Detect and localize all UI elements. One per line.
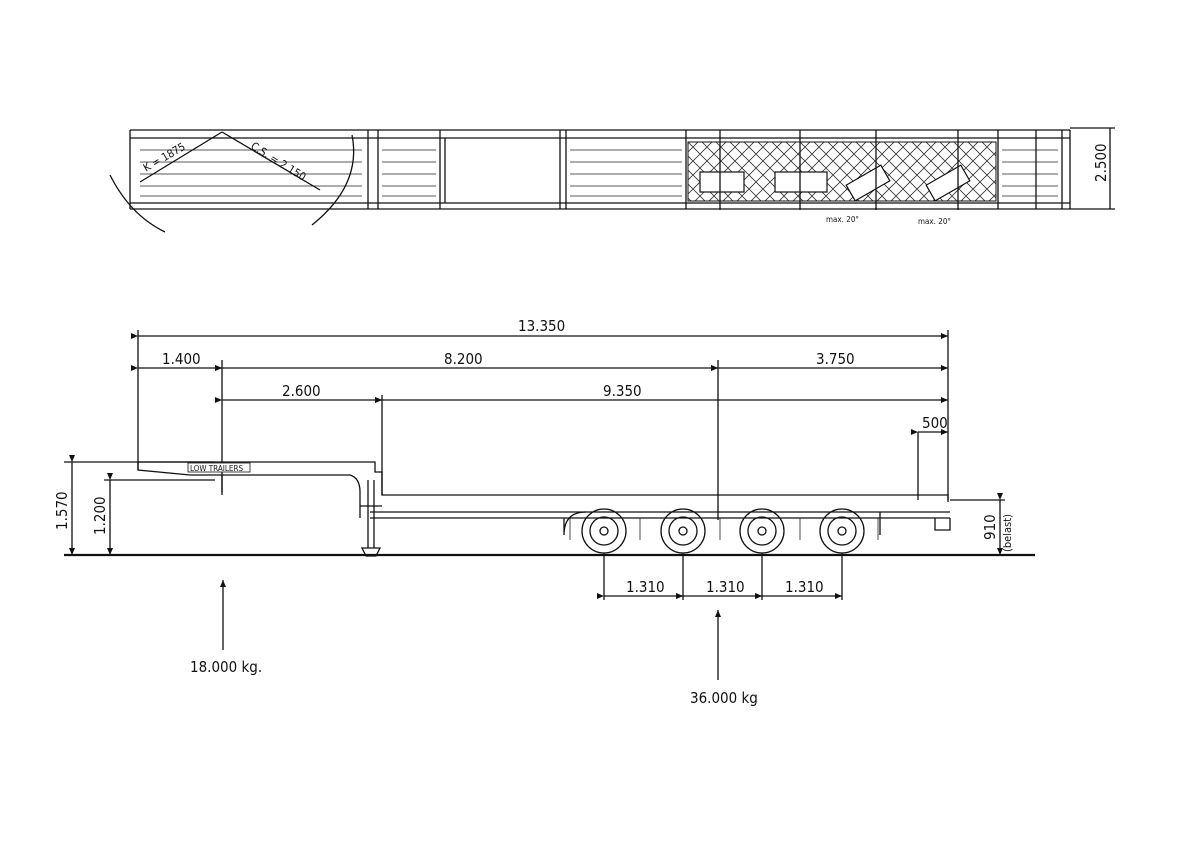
deck-height-label: 910: [981, 514, 999, 540]
width-label: 2.500: [1092, 143, 1110, 182]
landing-gear-foot: [360, 547, 382, 557]
trailer-body: LOW TRAILERS: [137, 461, 951, 557]
wheel-3-top: [845, 164, 891, 202]
k-radius-arc: [109, 174, 166, 233]
cs-radius-label: C.S. = 2.150: [248, 140, 308, 184]
cs-radius-line: [221, 131, 321, 191]
steer-angle-label-2: max. 20°: [918, 217, 951, 226]
axle-spacing-3-label: 1.310: [785, 578, 824, 596]
axle-spacing-1-label: 1.310: [626, 578, 665, 596]
wheel-1: [581, 508, 627, 554]
wheel-4: [819, 508, 865, 554]
gooseneck-length-label: 2.600: [282, 382, 321, 400]
wheel-3: [739, 508, 785, 554]
length-dimensions: 13.350 1.400 8.200 3.750 2.600 9.350 500: [131, 317, 949, 520]
axle-load-label: 36.000 kg: [690, 689, 758, 707]
axle-spacing-dimensions: 1.310 1.310 1.310: [597, 553, 843, 600]
fender-1: [563, 511, 587, 536]
rear-step-label: 500: [922, 414, 948, 432]
front-overhang-label: 1.400: [162, 350, 201, 368]
side-view: 13.350 1.400 8.200 3.750 2.600 9.350 500: [53, 317, 1035, 707]
height-dimensions: 1.570 1.200 910 (belast): [53, 455, 1014, 555]
load-arrows: 18.000 kg. 36.000 kg: [190, 580, 758, 707]
kingpin-load-label: 18.000 kg.: [190, 658, 262, 676]
nameplate-box: [187, 462, 251, 473]
rear-overhang-label: 3.750: [816, 350, 855, 368]
k-radius-line: [139, 131, 223, 183]
wheel-4-top: [925, 164, 971, 202]
nameplate-text: LOW TRAILERS: [190, 464, 243, 473]
section-dividers: [367, 130, 1063, 209]
top-wheels: [699, 130, 971, 210]
top-view: K = 1875 C.S. = 2.150 max. 20° max. 20° …: [109, 127, 1115, 233]
wheel-1-top: [699, 171, 745, 193]
axle-spacing-2-label: 1.310: [706, 578, 745, 596]
steer-angle-label-1: max. 20°: [826, 215, 859, 224]
wheel-2: [660, 508, 706, 554]
kingpin-axle-label: 8.200: [444, 350, 483, 368]
deck-length-label: 9.350: [603, 382, 642, 400]
gooseneck-outline: [137, 462, 361, 518]
wheel-2-top: [774, 171, 828, 193]
overall-length-label: 13.350: [518, 317, 565, 335]
total-height-label: 1.570: [53, 491, 71, 530]
fifth-wheel-height-label: 1.200: [91, 496, 109, 535]
side-wheels: [569, 508, 879, 554]
deck-height-note: (belast): [1001, 514, 1014, 552]
gooseneck-top-outline: [138, 461, 949, 502]
rear-bumper: [934, 518, 951, 531]
cs-radius-arc: [311, 134, 355, 226]
deck-planks: [140, 149, 1058, 197]
